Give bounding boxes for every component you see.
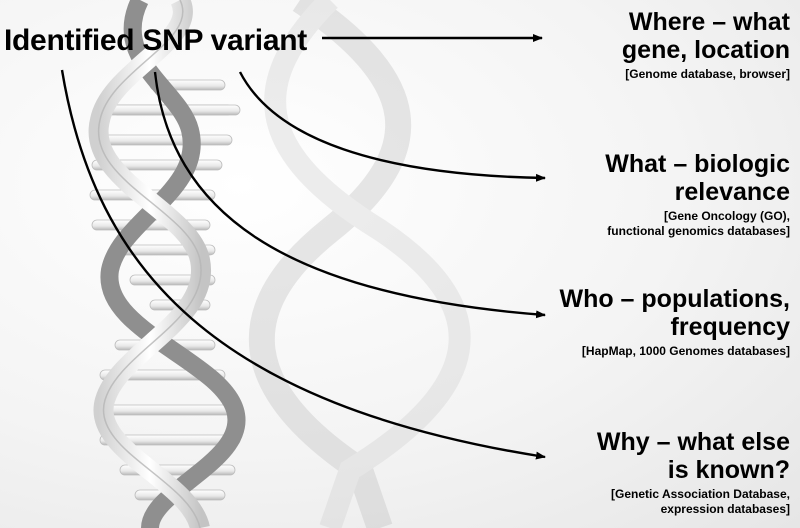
question-what-sources: [Gene Oncology (GO), functional genomics…	[607, 209, 790, 238]
background-helix-shadow	[248, 0, 471, 528]
question-what-heading: What – biologic relevance	[605, 150, 790, 206]
helix-back-strand	[100, 0, 246, 528]
question-where: Where – what gene, location [Genome data…	[530, 8, 790, 82]
arrow-to-who	[153, 71, 546, 319]
arrow-to-why	[60, 69, 546, 460]
question-where-sources: [Genome database, browser]	[625, 67, 790, 81]
snp-variant-title: Identified SNP variant	[4, 24, 307, 57]
question-who-sources: [HapMap, 1000 Genomes databases]	[581, 344, 790, 358]
question-who-heading: Who – populations, frequency	[559, 285, 790, 341]
question-where-heading: Where – what gene, location	[621, 8, 790, 64]
question-who: Who – populations, frequency [HapMap, 10…	[490, 285, 790, 359]
question-why: Why – what else is known? [Genetic Assoc…	[530, 428, 790, 517]
question-why-sources: [Genetic Association Database, expressio…	[611, 487, 790, 516]
question-why-heading: Why – what else is known?	[596, 428, 790, 484]
question-what: What – biologic relevance [Gene Oncology…	[530, 150, 790, 239]
arrow-to-what	[238, 71, 546, 182]
